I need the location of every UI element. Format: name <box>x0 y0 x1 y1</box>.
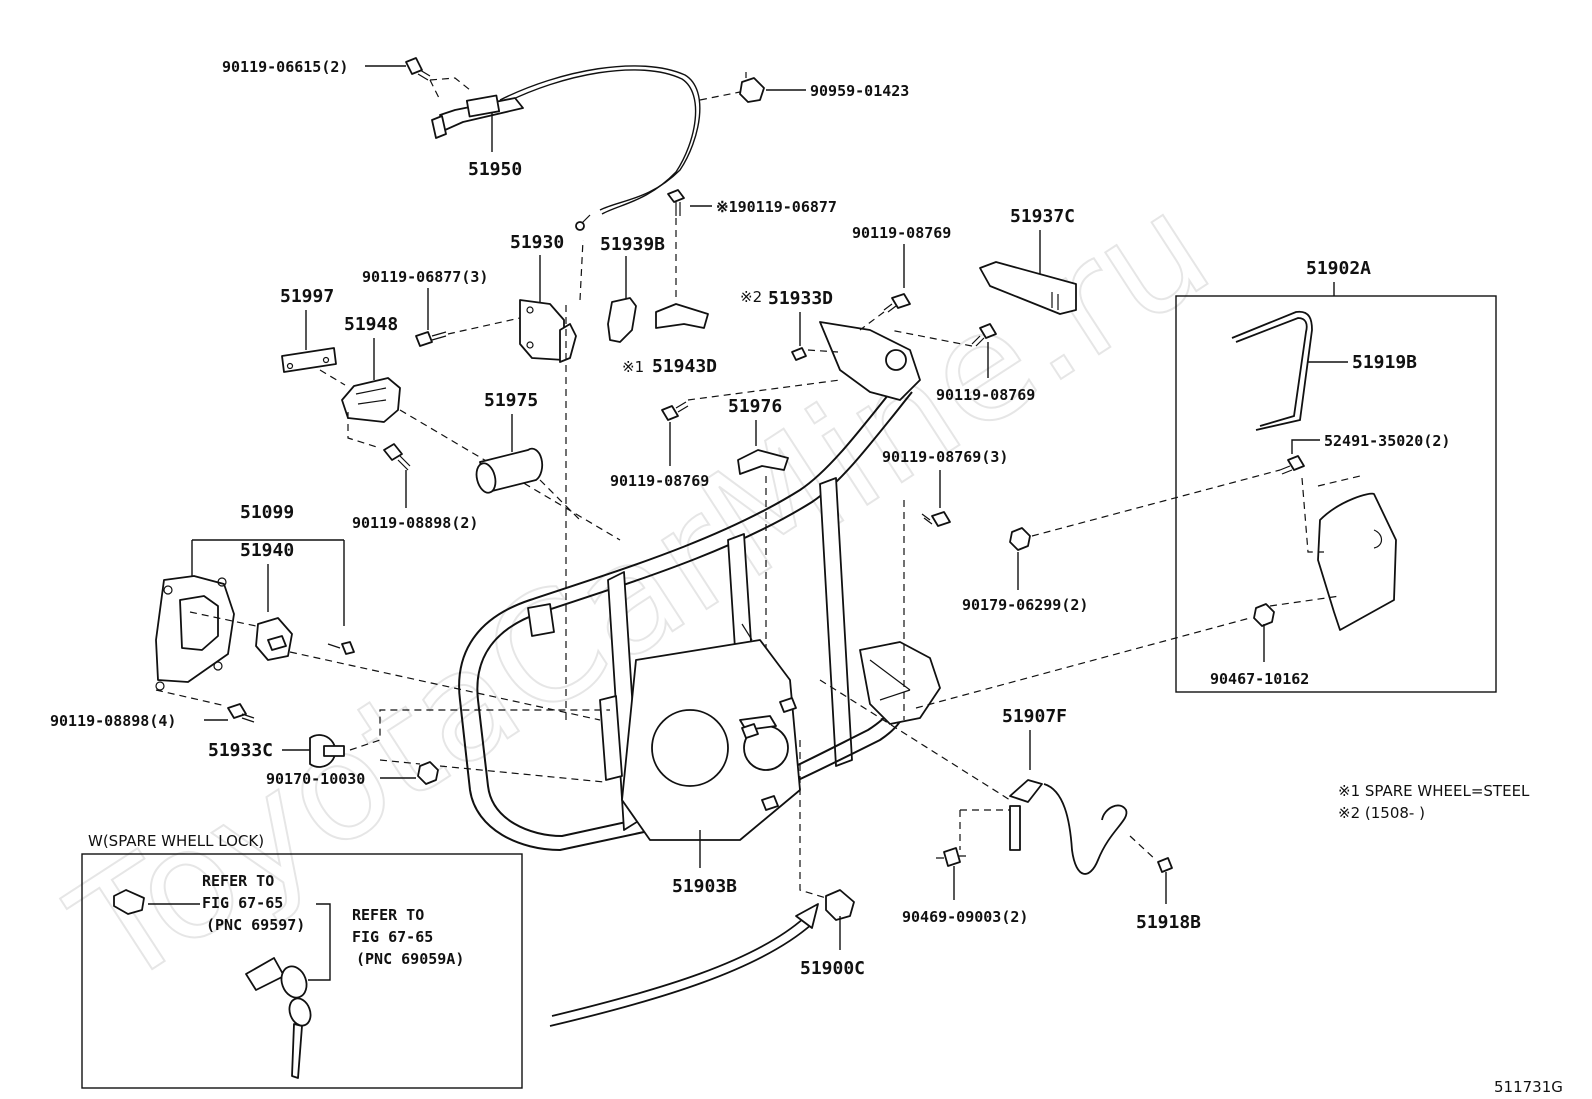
label-90119-08898-2: 90119-08898(2) <box>352 514 478 532</box>
note-date-range: ※2 (1508- ) <box>1338 804 1425 822</box>
group-box-51902A <box>1175 295 1497 693</box>
label-90467-10162: 90467-10162 <box>1210 670 1309 688</box>
label-90119-06615: 90119-06615(2) <box>222 58 348 76</box>
inset-box <box>81 853 523 1089</box>
clip-90469-09003 <box>936 847 966 867</box>
label-90119-06877-3: 90119-06877(3) <box>362 268 488 286</box>
label-51907F: 51907F <box>1002 706 1067 727</box>
label-90119-08898-4: 90119-08898(4) <box>50 712 176 730</box>
plate-51997 <box>281 347 337 373</box>
label-90469-09003: 90469-09003(2) <box>902 908 1028 926</box>
bolt-52491-35020 <box>1279 455 1305 475</box>
bolt-90119-06877 <box>415 331 447 347</box>
inset-refer1-line2: FIG 67-65 <box>202 894 283 912</box>
clip-90179-06299 <box>1009 527 1031 551</box>
label-51997: 51997 <box>280 286 334 307</box>
hinge-bracket-51930 <box>519 299 577 363</box>
label-51902A: 51902A <box>1306 258 1371 279</box>
inset-refer2-line1: REFER TO <box>352 906 424 924</box>
inset-title: W(SPARE WHELL LOCK) <box>88 832 264 850</box>
label-51940: 51940 <box>240 540 294 561</box>
bolt-90119-06615 <box>405 57 431 81</box>
sleeve-51975 <box>475 447 544 494</box>
label-51943D: 51943D <box>652 356 717 377</box>
label-51975: 51975 <box>484 390 538 411</box>
lock-plate-51099 <box>155 575 235 691</box>
label-90119-08769-3: 90119-08769(3) <box>882 448 1008 466</box>
cover-51902A <box>1317 492 1397 631</box>
label-51948: 51948 <box>344 314 398 335</box>
spare-carrier-frame-51903B <box>458 321 941 851</box>
lock-cylinder-key <box>245 957 312 1079</box>
stopper-51933C <box>309 734 345 768</box>
label-52491-35020: 52491-35020(2) <box>1324 432 1450 450</box>
clip-51918B <box>1157 857 1173 873</box>
lock-nut-key <box>113 889 145 915</box>
pad-51976 <box>737 449 789 475</box>
inset-refer2-line3: (PNC 69059A) <box>356 950 464 968</box>
note-spare-wheel-steel: ※1 SPARE WHEEL=STEEL <box>1338 782 1530 800</box>
bolt-90119-08769-a <box>883 293 911 313</box>
arrow-to-lock <box>549 923 813 1027</box>
inset-refer1-line1: REFER TO <box>202 872 274 890</box>
lock-cable-51907F <box>1009 779 1128 875</box>
figure-code: 511731G <box>1494 1078 1563 1096</box>
trim-51937C <box>979 261 1077 315</box>
clip-90467-10162 <box>1253 603 1275 627</box>
label-90179-06299: 90179-06299(2) <box>962 596 1088 614</box>
label-51933C: 51933C <box>208 740 273 761</box>
cover-51939B <box>607 297 637 343</box>
label-51900C: 51900C <box>800 958 865 979</box>
wire-51919B <box>1231 310 1313 431</box>
bolt-190119-06877 <box>667 189 685 216</box>
label-51918B: 51918B <box>1136 912 1201 933</box>
label-51950: 51950 <box>468 159 522 180</box>
label-51976: 51976 <box>728 396 782 417</box>
label-51933D-prefix: ※2 <box>740 288 762 306</box>
bolt-90119-08898-4 <box>227 703 255 723</box>
label-51933D: 51933D <box>768 288 833 309</box>
label-90119-08769-c: 90119-08769 <box>610 472 709 490</box>
label-51919B: 51919B <box>1352 352 1417 373</box>
label-51943D-prefix: ※1 <box>622 358 644 376</box>
release-cable-51950 <box>431 65 701 231</box>
stopper-51933D <box>791 347 807 361</box>
inset-refer1-line3: (PNC 69597) <box>206 916 305 934</box>
bolt-51099 <box>327 641 355 655</box>
label-90959-01423: 90959-01423 <box>810 82 909 100</box>
label-190119-06877: ※190119-06877 <box>716 198 837 216</box>
bolt-90119-08769-d <box>971 323 997 347</box>
nut-90170-10030 <box>417 761 439 785</box>
label-51930: 51930 <box>510 232 564 253</box>
bolt-90119-08769-b <box>661 401 689 421</box>
label-51903B: 51903B <box>672 876 737 897</box>
label-51099: 51099 <box>240 502 294 523</box>
label-51939B: 51939B <box>600 234 665 255</box>
bolt-90119-08769-3 <box>921 511 951 527</box>
bracket-51948 <box>341 377 401 423</box>
lock-51900C <box>825 889 855 921</box>
plate-51943D <box>655 303 709 329</box>
label-90119-08769-b: 90119-08769 <box>936 386 1035 404</box>
inset-refer2-line2: FIG 67-65 <box>352 928 433 946</box>
label-90170-10030: 90170-10030 <box>266 770 365 788</box>
striker-51940 <box>255 617 293 661</box>
label-90119-08769-a: 90119-08769 <box>852 224 951 242</box>
bolt-90119-08898-2 <box>383 443 411 471</box>
label-51937C: 51937C <box>1010 206 1075 227</box>
clip-90959-01423 <box>739 72 765 103</box>
